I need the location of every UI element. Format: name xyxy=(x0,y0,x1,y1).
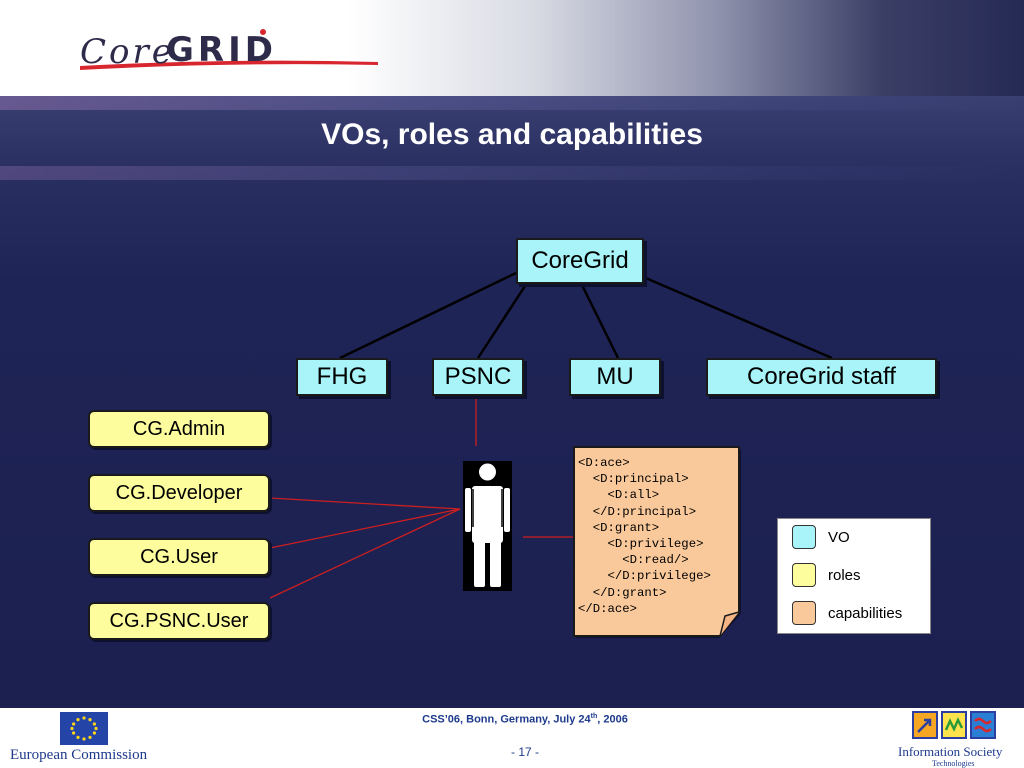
role-link-user xyxy=(269,508,461,549)
tree-line-mu xyxy=(579,282,620,359)
logo-text-grid: GRID xyxy=(166,30,277,70)
conference-sup: th xyxy=(590,713,598,720)
eu-flag-icon xyxy=(60,712,108,745)
tree-line-fhg xyxy=(339,271,517,360)
vo-box-fhg: FHG xyxy=(296,358,388,396)
vo-box-mu: MU xyxy=(569,358,661,396)
user-figure xyxy=(463,461,512,591)
legend-item-vo: VO xyxy=(792,524,850,550)
technologies-label: Technologies xyxy=(932,759,975,768)
footer-divider xyxy=(0,704,1024,708)
role-box-admin: CG.Admin xyxy=(88,410,270,448)
legend-item-roles: roles xyxy=(792,562,861,588)
conference-year: , 2006 xyxy=(597,713,628,726)
role-box-developer: CG.Developer xyxy=(88,474,270,512)
legend-label-capabilities: capabilities xyxy=(828,604,903,622)
role-link-developer xyxy=(269,497,461,510)
conference-info: CSS’06, Bonn, Germany, July 24th, 2006 xyxy=(0,713,1024,726)
capability-note xyxy=(573,446,741,638)
tree-line-staff xyxy=(633,271,833,360)
information-society-label: Information Society xyxy=(898,744,1003,759)
slide-title: VOs, roles and capabilities xyxy=(321,118,703,151)
vo-box-coregrid-staff: CoreGrid staff xyxy=(706,358,937,396)
logo-swoosh-icon xyxy=(80,29,378,70)
logo-text-core: Core xyxy=(80,32,175,72)
person-icon xyxy=(465,463,510,587)
decorative-streak xyxy=(0,166,1024,180)
coregrid-logo: Core GRID xyxy=(80,28,380,78)
information-society-logo-icon xyxy=(912,711,996,741)
legend-swatch-capabilities xyxy=(792,601,816,625)
tree-line-psnc xyxy=(476,282,529,359)
legend-label-vo: VO xyxy=(828,528,850,546)
european-commission-label: European Commission xyxy=(10,747,148,763)
conference-text: CSS’06, Bonn, Germany, July 24 xyxy=(422,713,591,726)
legend-item-capabilities: capabilities xyxy=(792,600,902,626)
role-box-psnc-user: CG.PSNC.User xyxy=(88,602,270,640)
capability-xml: <D:ace> <D:principal> <D:all> </D:princi… xyxy=(578,456,711,616)
role-box-user: CG.User xyxy=(88,538,270,576)
header-band xyxy=(0,0,1024,96)
legend-label-roles: roles xyxy=(828,566,861,584)
decorative-streak xyxy=(0,96,1024,110)
legend-swatch-vo xyxy=(792,525,816,549)
page-number: - 17 - xyxy=(510,745,539,759)
vo-box-psnc: PSNC xyxy=(432,358,524,396)
legend: VO roles capabilities xyxy=(777,518,931,634)
vo-box-coregrid: CoreGrid xyxy=(516,238,644,284)
footer xyxy=(0,708,1024,768)
role-link-psnc-user xyxy=(269,508,461,599)
legend-swatch-roles xyxy=(792,563,816,587)
